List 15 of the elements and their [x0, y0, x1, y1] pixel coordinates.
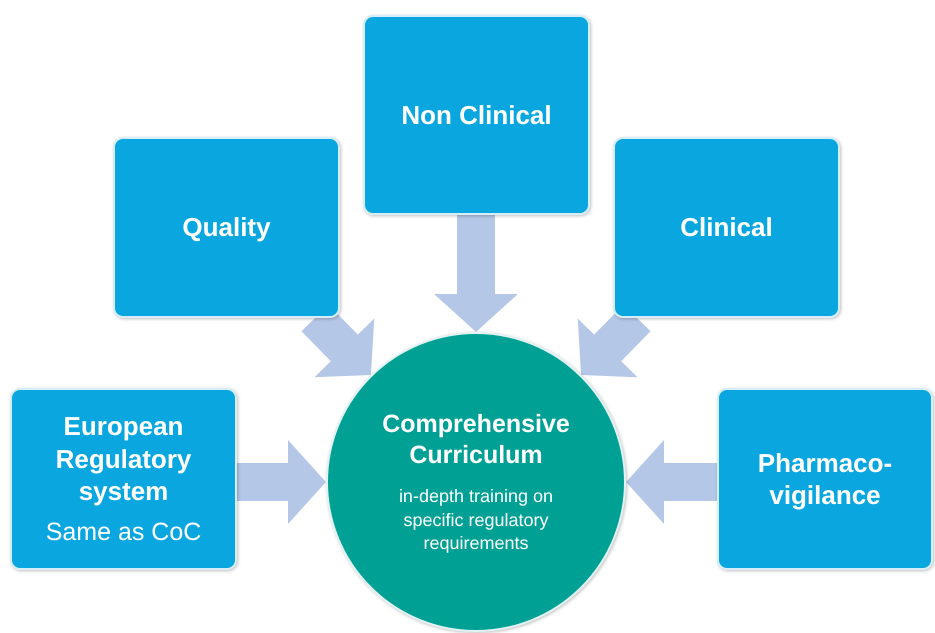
topic-box	[613, 137, 840, 318]
topic-box	[717, 388, 933, 570]
topic-box	[10, 388, 237, 570]
topic-box	[363, 15, 590, 215]
block-arrow	[237, 440, 326, 524]
node-title: Pharmaco- vigilance	[756, 446, 894, 512]
block-arrow	[434, 215, 518, 332]
node-title: Quality	[182, 211, 271, 244]
node-title: Comprehensive Curriculum	[381, 408, 571, 471]
node-title: Non Clinical	[401, 98, 552, 132]
topic-box	[113, 137, 340, 318]
node-text: Same as CoC	[46, 516, 202, 548]
node-title: European Regulatory system	[54, 410, 192, 508]
node-title: Clinical	[680, 211, 773, 244]
node-text: in-depth training on specific regulatory requirements	[398, 485, 554, 555]
